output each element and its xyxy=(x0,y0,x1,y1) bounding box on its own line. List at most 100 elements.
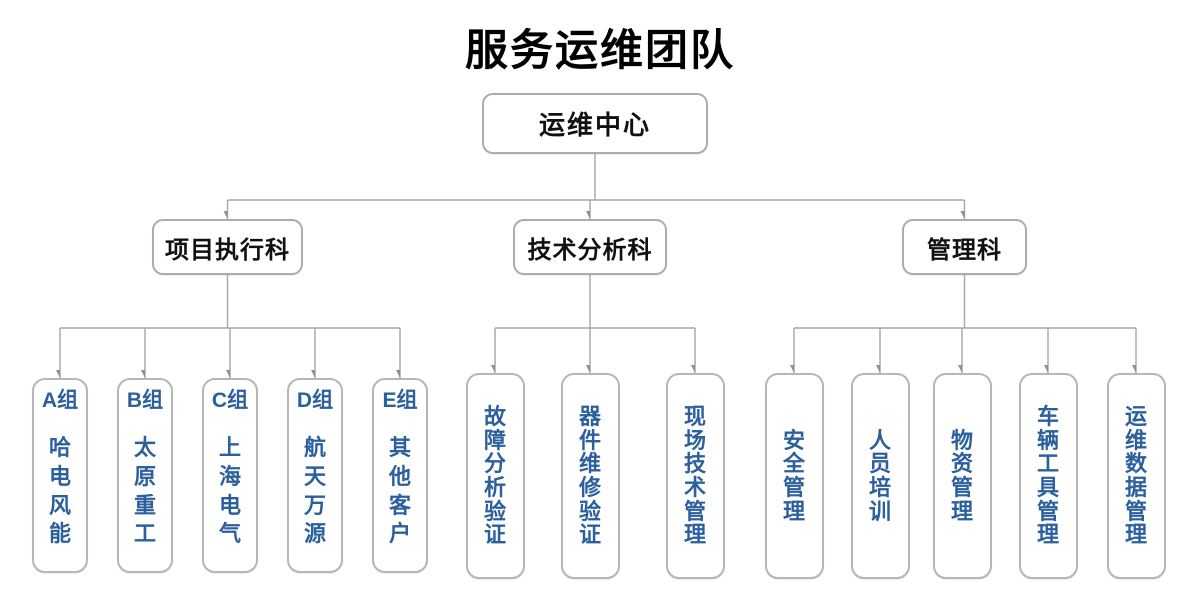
leaf-name-char: 理 xyxy=(1124,522,1147,548)
leaf-group-label: D组 xyxy=(296,389,334,412)
leaf-name-char: 验 xyxy=(483,498,506,524)
leaf-name-char: 员 xyxy=(868,451,891,477)
leaf-name-char: 数 xyxy=(1124,451,1147,477)
leaf-name-char: 技 xyxy=(683,451,706,477)
leaf-name-char: 天 xyxy=(303,463,326,489)
leaf-name-char: 件 xyxy=(578,427,601,453)
leaf-name: 故障分析验证 xyxy=(484,375,506,577)
department-node-label: 项目执行科 xyxy=(165,236,290,264)
leaf-node: 运维数据管理 xyxy=(1106,373,1166,579)
leaf-name-char: 故 xyxy=(483,404,506,430)
leaf-name: 人员培训 xyxy=(869,375,891,577)
leaf-name-char: 工 xyxy=(1036,451,1059,477)
leaf-name-char: 人 xyxy=(868,427,891,453)
leaf-name-char: 管 xyxy=(683,498,706,524)
leaf-name-char: 客 xyxy=(388,492,411,518)
root-node-label: 运维中心 xyxy=(538,110,651,140)
leaf-name-char: 场 xyxy=(683,427,706,453)
leaf-name-char: 维 xyxy=(578,451,601,477)
leaf-name-char: 培 xyxy=(868,475,891,500)
leaf-name-char: 上 xyxy=(218,435,241,461)
leaf-node: 车辆工具管理 xyxy=(1018,373,1078,579)
leaf-name-char: 管 xyxy=(950,475,973,500)
leaf-name: 安全管理 xyxy=(783,375,805,577)
leaf-name-char: 器 xyxy=(578,404,601,430)
leaf-group-label: B组 xyxy=(126,389,164,412)
leaf-name-char: 辆 xyxy=(1036,427,1059,453)
leaf-name-char: 管 xyxy=(782,475,805,500)
leaf-name-char: 障 xyxy=(483,427,506,453)
leaf-name: 物资管理 xyxy=(951,375,973,577)
chart-title: 服务运维团队 xyxy=(465,27,735,75)
leaf-node: C组上海电气 xyxy=(202,378,258,573)
department-node-label: 技术分析科 xyxy=(527,236,653,264)
department-node: 技术分析科 xyxy=(513,219,667,275)
leaf-node: 现场技术管理 xyxy=(665,373,725,579)
leaf-name-char: 据 xyxy=(1124,475,1147,500)
leaf-name: 运维数据管理 xyxy=(1125,375,1147,577)
leaf-name-char: 分 xyxy=(483,451,506,477)
leaf-name: 车辆工具管理 xyxy=(1037,375,1059,577)
leaf-name: 上海电气 xyxy=(219,412,241,571)
department-node-label: 管理科 xyxy=(927,236,1002,264)
leaf-name-char: 训 xyxy=(868,498,891,524)
leaf-node: E组其他客户 xyxy=(372,378,428,573)
leaf-name-char: 他 xyxy=(388,463,411,489)
leaf-node: 故障分析验证 xyxy=(465,373,525,579)
leaf-name-char: 电 xyxy=(48,463,71,489)
leaf-name: 器件维修验证 xyxy=(579,375,601,577)
leaf-node: B组太原重工 xyxy=(117,378,173,573)
leaf-name-char: 户 xyxy=(388,521,411,547)
leaf-name-char: 术 xyxy=(683,475,706,500)
leaf-name-char: 气 xyxy=(218,521,241,547)
leaf-name-char: 物 xyxy=(950,427,973,453)
leaf-name-char: 析 xyxy=(483,475,506,500)
leaf-group-label: A组 xyxy=(41,389,79,412)
leaf-name-char: 源 xyxy=(303,521,326,547)
leaf-name: 哈电风能 xyxy=(49,412,71,571)
leaf-node: 器件维修验证 xyxy=(560,373,620,579)
department-node: 管理科 xyxy=(902,219,1027,275)
leaf-name-char: 安 xyxy=(782,427,805,453)
leaf-name-char: 维 xyxy=(1124,427,1147,453)
leaf-node: 人员培训 xyxy=(850,373,910,579)
leaf-name-char: 资 xyxy=(950,451,973,477)
leaf-name-char: 理 xyxy=(683,522,706,548)
leaf-name-char: 原 xyxy=(133,463,156,489)
leaf-name-char: 工 xyxy=(133,521,156,547)
leaf-name-char: 证 xyxy=(578,522,601,548)
leaf-name: 太原重工 xyxy=(134,412,156,571)
leaf-name-char: 理 xyxy=(950,498,973,524)
department-node: 项目执行科 xyxy=(152,219,303,275)
leaf-name-char: 管 xyxy=(1124,498,1147,524)
leaf-name-char: 验 xyxy=(578,498,601,524)
root-node: 运维中心 xyxy=(482,93,708,154)
leaf-name-char: 现 xyxy=(683,404,706,430)
leaf-name-char: 太 xyxy=(133,435,156,461)
leaf-name-char: 全 xyxy=(782,451,805,477)
leaf-node: 安全管理 xyxy=(764,373,824,579)
leaf-name-char: 车 xyxy=(1036,404,1059,430)
leaf-name-char: 修 xyxy=(578,475,601,500)
leaf-name-char: 运 xyxy=(1124,404,1147,430)
leaf-name: 其他客户 xyxy=(389,412,411,571)
leaf-name-char: 万 xyxy=(303,492,326,518)
leaf-node: D组航天万源 xyxy=(287,378,343,573)
leaf-name-char: 具 xyxy=(1036,475,1059,500)
leaf-name-char: 航 xyxy=(303,435,326,461)
leaf-name-char: 管 xyxy=(1036,498,1059,524)
leaf-name-char: 哈 xyxy=(48,435,71,461)
leaf-name: 航天万源 xyxy=(304,412,326,571)
leaf-name-char: 风 xyxy=(48,492,71,518)
leaf-group-label: C组 xyxy=(211,389,249,412)
leaf-name-char: 重 xyxy=(133,492,156,518)
leaf-name-char: 证 xyxy=(483,522,506,548)
leaf-name: 现场技术管理 xyxy=(684,375,706,577)
leaf-name-char: 理 xyxy=(1036,522,1059,548)
leaf-name-char: 电 xyxy=(218,492,241,518)
leaf-name-char: 能 xyxy=(48,521,71,547)
leaf-name-char: 理 xyxy=(782,498,805,524)
leaf-group-label: E组 xyxy=(382,389,418,412)
leaf-name-char: 海 xyxy=(218,463,241,489)
